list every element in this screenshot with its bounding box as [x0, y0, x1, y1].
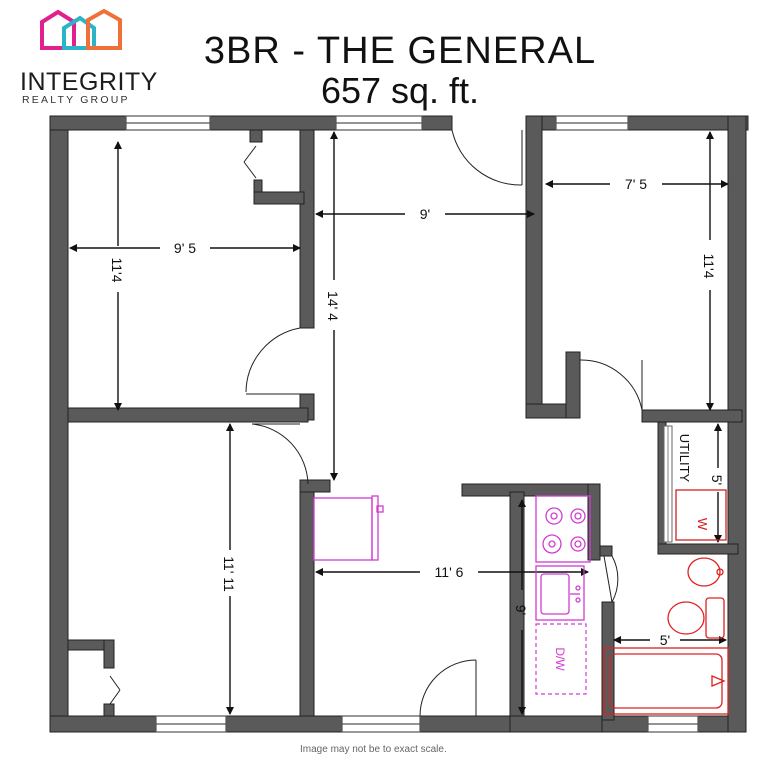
dim-kitchen-depth: 9' — [513, 605, 529, 615]
company-logo-icon — [40, 8, 122, 50]
bedroom1-door — [245, 327, 301, 393]
dimension-lines — [69, 131, 729, 715]
scale-footnote: Image may not be to exact scale. — [300, 744, 447, 755]
washer — [675, 489, 727, 541]
toilet-tank — [705, 597, 725, 639]
bedroom3-door — [251, 423, 309, 485]
dim-bedroom3-depth: 11' 11 — [221, 556, 237, 592]
walls — [49, 115, 749, 733]
dim-hall-width: 9' — [420, 206, 430, 222]
front-door — [451, 129, 523, 186]
dim-living-width: 11' 6 — [435, 564, 464, 580]
bath-door — [611, 555, 619, 603]
dishwasher: D/W — [535, 623, 587, 695]
refrigerator — [313, 495, 384, 561]
dim-bedroom1-depth: 11'4 — [109, 258, 125, 283]
logo-house-orange — [86, 8, 122, 50]
dimension-labels: 9' 5 11'4 9' 14' 4 7' 5 11'4 11' 11 11' … — [109, 176, 725, 648]
dim-bedroom2-depth: 11'4 — [701, 254, 717, 279]
closet3-door — [109, 675, 121, 705]
bath-sink — [687, 557, 721, 587]
plan-title: 3BR - THE GENERAL — [203, 30, 597, 72]
dim-bedroom2-width: 7' 5 — [625, 176, 647, 192]
utility-label: UTILITY — [677, 434, 692, 483]
toilet-bowl — [667, 601, 705, 635]
dishwasher-label: D/W — [553, 647, 567, 671]
plan-area: 657 sq. ft. — [320, 70, 480, 111]
bedroom2-door — [579, 359, 643, 411]
back-door — [419, 659, 477, 717]
closet1-door — [243, 145, 257, 179]
washer-label: W — [695, 518, 710, 531]
stove — [535, 495, 591, 563]
utility-closet: UTILITY W — [663, 425, 727, 543]
brand-subtitle: REALTY GROUP — [22, 94, 130, 106]
kitchen-sink — [535, 565, 585, 621]
brand-name: INTEGRITY — [20, 68, 158, 96]
dim-bedroom1-width: 9' 5 — [174, 240, 196, 256]
windows — [125, 115, 699, 733]
dim-utility-depth: 5' — [709, 475, 725, 485]
bathroom-fixtures — [603, 557, 729, 715]
dim-hall-depth: 14' 4 — [325, 291, 341, 321]
doors — [109, 129, 643, 717]
bathtub — [603, 647, 729, 715]
dim-bath-width: 5' — [660, 632, 670, 648]
